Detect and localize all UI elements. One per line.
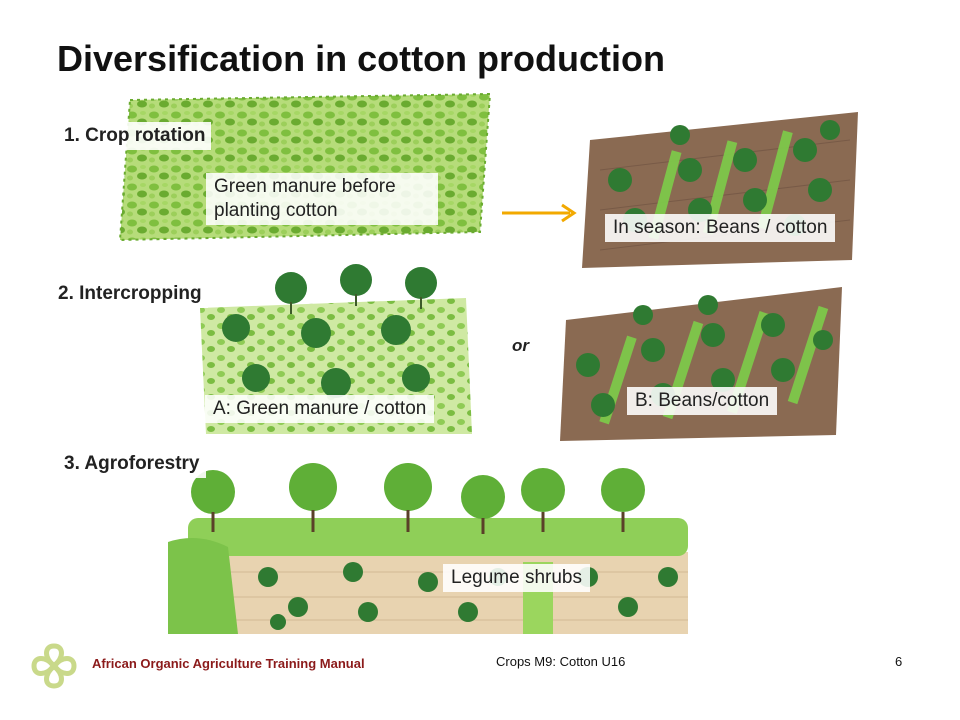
caption-legume-shrubs: Legume shrubs — [443, 564, 590, 592]
footer-manual-title: African Organic Agriculture Training Man… — [92, 656, 365, 671]
section-label-intercropping: 2. Intercropping — [52, 280, 208, 308]
section-label-agroforestry: 3. Agroforestry — [58, 450, 206, 478]
arrow-right-icon — [500, 202, 580, 229]
beans-cotton-field-illustration — [580, 110, 860, 270]
slide-title: Diversification in cotton production — [57, 38, 666, 79]
section-label-crop-rotation: 1. Crop rotation — [58, 122, 212, 150]
caption-in-season: In season: Beans / cotton — [605, 214, 836, 242]
caption-green-manure-cotton: A: Green manure / cotton — [205, 395, 435, 423]
or-connector: or — [512, 336, 529, 355]
agroforestry-illustration — [168, 462, 688, 634]
footer-module: Crops M9: Cotton U16 — [496, 654, 626, 669]
caption-green-manure-before: Green manure before planting cotton — [206, 173, 438, 225]
footer-page-number: 6 — [895, 654, 903, 669]
beans-cotton-intercrop-illustration — [558, 285, 844, 445]
caption-beans-cotton: B: Beans/cotton — [627, 387, 778, 415]
knot-logo-icon — [28, 640, 80, 697]
